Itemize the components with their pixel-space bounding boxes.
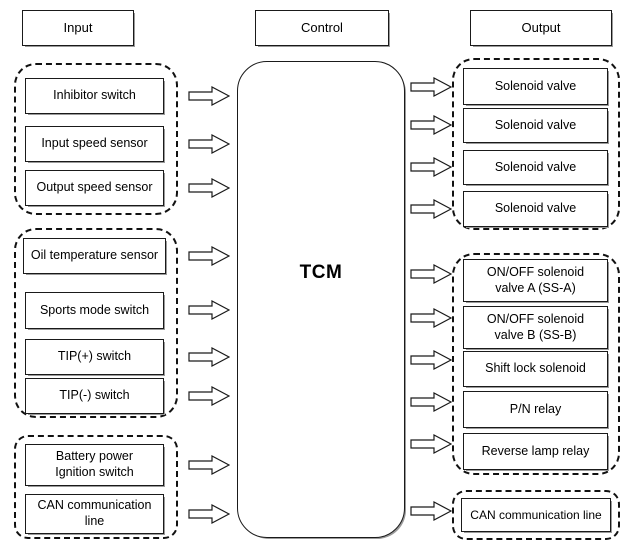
output-item-on-off-solenoid-valve-b[interactable]: ON/OFF solenoid valve B (SS-B) xyxy=(463,306,608,349)
output-item-on-off-solenoid-valve-a[interactable]: ON/OFF solenoid valve A (SS-A) xyxy=(463,259,608,302)
output-item-label: Solenoid valve xyxy=(494,201,577,216)
input-item-label: Sports mode switch xyxy=(39,302,150,317)
arrow-output-3-icon xyxy=(410,156,452,178)
input-item-label: TIP(-) switch xyxy=(59,388,130,403)
input-item-tip-minus-switch[interactable]: TIP(-) switch xyxy=(25,378,164,414)
output-item-label-line2: valve A (SS-A) xyxy=(495,280,576,295)
output-item-shift-lock-solenoid[interactable]: Shift lock solenoid xyxy=(463,351,608,387)
arrow-input-7-icon xyxy=(188,385,230,407)
header-control-label: Control xyxy=(301,19,343,35)
input-item-label-line1: CAN communication xyxy=(37,498,152,513)
output-group-2 xyxy=(452,253,620,475)
tcm-block xyxy=(237,61,405,538)
arrow-input-5-icon xyxy=(188,299,230,321)
tcm-label: TCM xyxy=(299,262,343,283)
input-group-1 xyxy=(14,63,178,215)
output-item-pn-relay[interactable]: P/N relay xyxy=(463,391,608,428)
output-item-solenoid-valve-3[interactable]: Solenoid valve xyxy=(463,150,608,185)
arrow-input-6-icon xyxy=(188,346,230,368)
output-item-label: Solenoid valve xyxy=(494,78,577,93)
header-control: Control xyxy=(255,10,389,46)
output-item-label-line1: ON/OFF solenoid xyxy=(486,311,585,326)
arrow-output-1-icon xyxy=(410,76,452,98)
output-item-label-line1: ON/OFF solenoid xyxy=(486,264,585,279)
input-item-label: Input speed sensor xyxy=(41,136,148,151)
arrow-input-9-icon xyxy=(188,503,230,525)
output-item-label: CAN communication line xyxy=(470,507,602,522)
header-input-label: Input xyxy=(63,19,93,35)
input-item-label: Output speed sensor xyxy=(36,180,153,195)
arrow-output-4-icon xyxy=(410,198,452,220)
input-item-tip-plus-switch[interactable]: TIP(+) switch xyxy=(25,339,164,375)
arrow-input-4-icon xyxy=(188,245,230,267)
input-item-battery-power-ignition-switch[interactable]: Battery power Ignition switch xyxy=(25,444,164,486)
output-item-label: Shift lock solenoid xyxy=(485,361,586,376)
input-item-label-multiline: CAN communication line xyxy=(38,498,152,529)
arrow-input-2-icon xyxy=(188,133,230,155)
input-item-label: Oil temperature sensor xyxy=(30,248,159,263)
output-item-label: Solenoid valve xyxy=(494,117,577,132)
arrow-output-9-icon xyxy=(410,433,452,455)
arrow-input-1-icon xyxy=(188,85,230,107)
arrow-output-7-icon xyxy=(410,349,452,371)
arrow-output-10-icon xyxy=(410,500,452,522)
input-item-inhibitor-switch[interactable]: Inhibitor switch xyxy=(25,78,164,114)
output-item-label: P/N relay xyxy=(509,401,562,416)
input-item-label: Inhibitor switch xyxy=(53,88,136,103)
output-group-3 xyxy=(452,490,620,540)
output-group-1 xyxy=(452,58,620,230)
input-item-oil-temperature-sensor[interactable]: Oil temperature sensor xyxy=(23,238,166,274)
input-item-label-line2: Ignition switch xyxy=(55,465,134,479)
output-item-label-line2: valve B (SS-B) xyxy=(494,327,577,342)
input-item-label-line1: Battery power xyxy=(55,449,134,464)
input-item-sports-mode-switch[interactable]: Sports mode switch xyxy=(25,292,164,329)
output-item-reverse-lamp-relay[interactable]: Reverse lamp relay xyxy=(463,433,608,470)
arrow-input-8-icon xyxy=(188,454,230,476)
output-item-can-communication-line[interactable]: CAN communication line xyxy=(461,498,611,532)
output-item-solenoid-valve-1[interactable]: Solenoid valve xyxy=(463,68,608,105)
output-item-label: Solenoid valve xyxy=(494,159,577,174)
output-item-label-multiline: ON/OFF solenoid valve B (SS-B) xyxy=(487,312,584,343)
input-item-label-multiline: Battery power Ignition switch xyxy=(55,449,134,480)
header-output: Output xyxy=(470,10,612,46)
input-item-input-speed-sensor[interactable]: Input speed sensor xyxy=(25,126,164,162)
arrow-output-2-icon xyxy=(410,114,452,136)
input-group-2 xyxy=(14,228,178,418)
input-item-label-line2: line xyxy=(84,514,105,528)
arrow-output-5-icon xyxy=(410,263,452,285)
arrow-output-6-icon xyxy=(410,307,452,329)
output-item-solenoid-valve-2[interactable]: Solenoid valve xyxy=(463,108,608,143)
input-item-label: TIP(+) switch xyxy=(57,349,132,364)
arrow-output-8-icon xyxy=(410,391,452,413)
output-item-solenoid-valve-4[interactable]: Solenoid valve xyxy=(463,191,608,227)
header-input: Input xyxy=(22,10,134,46)
input-item-can-communication-line[interactable]: CAN communication line xyxy=(25,494,164,534)
output-item-label: Reverse lamp relay xyxy=(481,443,590,458)
output-item-label-multiline: ON/OFF solenoid valve A (SS-A) xyxy=(487,265,584,296)
header-output-label: Output xyxy=(521,19,561,35)
input-group-3 xyxy=(14,435,178,539)
input-item-output-speed-sensor[interactable]: Output speed sensor xyxy=(25,170,164,206)
arrow-input-3-icon xyxy=(188,177,230,199)
